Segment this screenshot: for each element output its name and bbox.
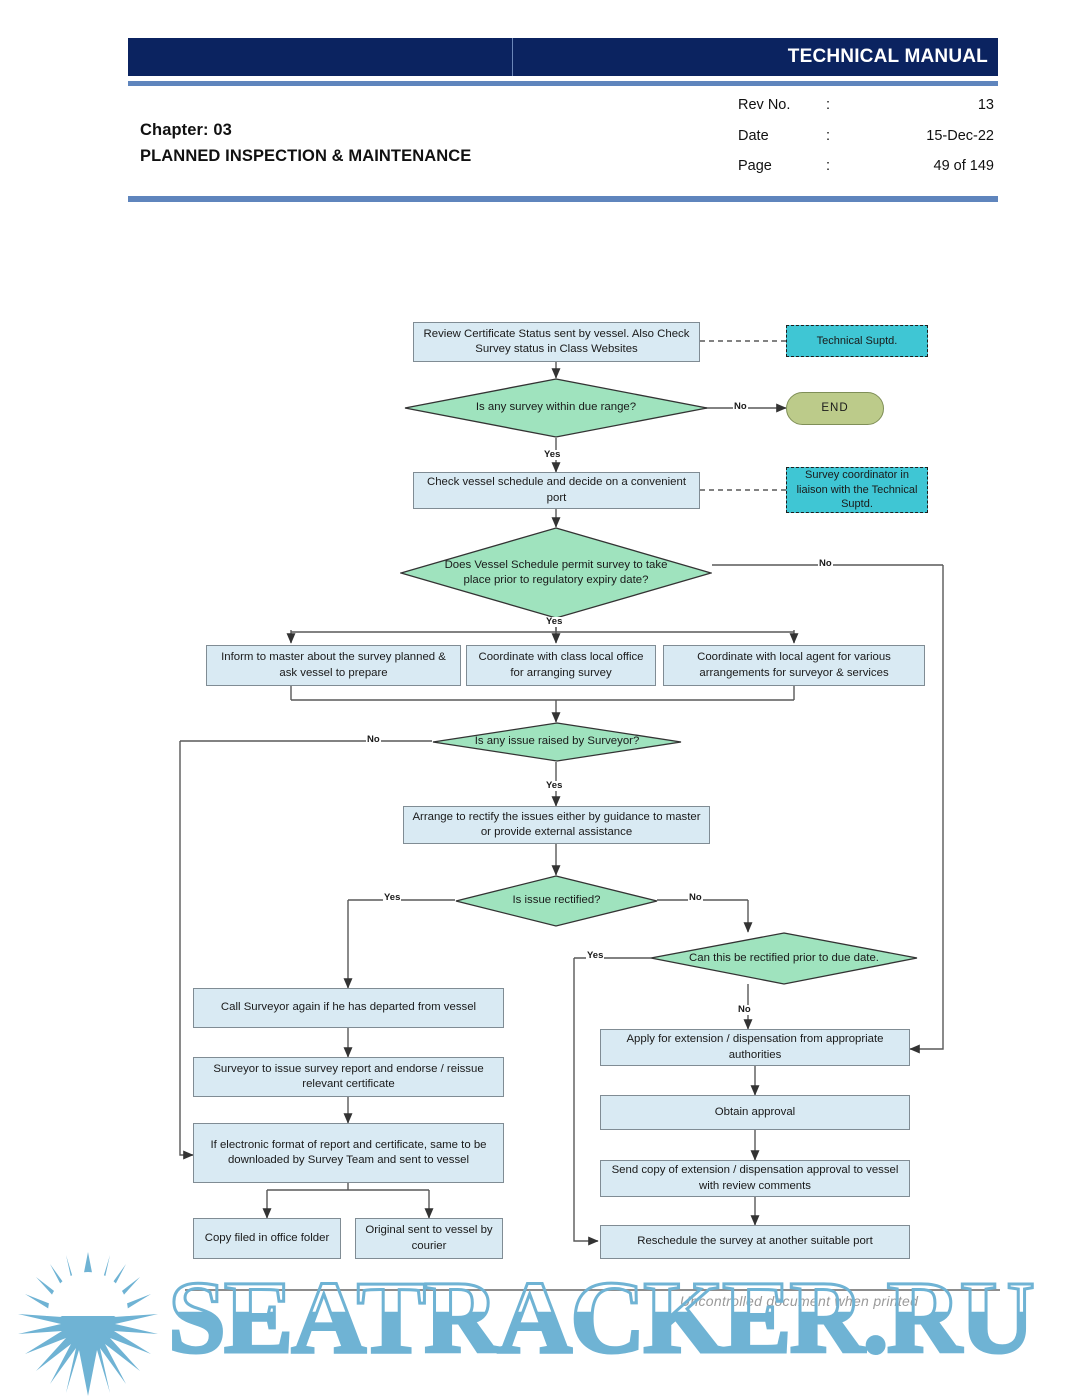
edge-label-d4-no: No bbox=[688, 892, 703, 903]
edge-label-d4-yes: Yes bbox=[383, 892, 402, 903]
header-rule-bottom bbox=[128, 196, 998, 202]
edge-label-d3-no: No bbox=[366, 734, 381, 745]
process-electronic-format-download[interactable]: If electronic format of report and certi… bbox=[193, 1123, 504, 1183]
meta-row-page: Page : 49 of 149 bbox=[738, 159, 1000, 174]
process-obtain-approval[interactable]: Obtain approval bbox=[600, 1095, 910, 1130]
document-header: TECHNICAL MANUAL Chapter: 03 PLANNED INS… bbox=[128, 38, 998, 202]
edge-label-d1-yes: Yes bbox=[543, 449, 562, 460]
chapter-title: PLANNED INSPECTION & MAINTENANCE bbox=[140, 146, 472, 165]
process-apply-extension[interactable]: Apply for extension / dispensation from … bbox=[600, 1029, 910, 1066]
process-reschedule-survey[interactable]: Reschedule the survey at another suitabl… bbox=[600, 1225, 910, 1259]
decision-survey-within-due-range-label: Is any survey within due range? bbox=[475, 401, 637, 414]
footer-note: Uncontrolled document when printed bbox=[680, 1293, 919, 1309]
decision-survey-within-due-range[interactable]: Is any survey within due range? bbox=[404, 378, 708, 438]
decision-is-issue-rectified-label: Is issue rectified? bbox=[512, 894, 601, 907]
process-surveyor-issue-report[interactable]: Surveyor to issue survey report and endo… bbox=[193, 1057, 504, 1097]
meta-value-rev: 13 bbox=[977, 97, 994, 113]
footer-divider bbox=[185, 1289, 1000, 1291]
decision-rectified-prior-to-due-date[interactable]: Can this be rectified prior to due date. bbox=[650, 932, 918, 985]
edge-label-d2-no: No bbox=[818, 558, 833, 569]
document-meta: Rev No. : 13 Date : 15-Dec-22 Page : 49 … bbox=[738, 98, 1000, 190]
process-coordinate-local-agent[interactable]: Coordinate with local agent for various … bbox=[663, 645, 925, 686]
meta-key-rev: Rev No. bbox=[738, 97, 791, 113]
edge-label-d2-yes: Yes bbox=[545, 616, 564, 627]
process-call-surveyor-again[interactable]: Call Surveyor again if he has departed f… bbox=[193, 988, 504, 1028]
chapter-block: Chapter: 03 PLANNED INSPECTION & MAINTEN… bbox=[140, 118, 471, 169]
decision-rectified-prior-to-due-date-label: Can this be rectified prior to due date. bbox=[689, 951, 879, 964]
meta-key-page: Page bbox=[738, 158, 772, 174]
process-copy-filed-office[interactable]: Copy filed in office folder bbox=[193, 1218, 341, 1259]
decision-issue-raised-by-surveyor-label: Is any issue raised by Surveyor? bbox=[474, 735, 640, 748]
header-info-row: Chapter: 03 PLANNED INSPECTION & MAINTEN… bbox=[128, 86, 998, 191]
meta-value-page: 49 of 149 bbox=[933, 158, 994, 174]
meta-row-date: Date : 15-Dec-22 bbox=[738, 127, 1000, 144]
edge-label-d1-no: No bbox=[733, 401, 748, 412]
edge-label-d3-yes: Yes bbox=[545, 780, 564, 791]
decision-vessel-schedule-permit-label: Does Vessel Schedule permit survey to ta… bbox=[444, 558, 668, 586]
decision-vessel-schedule-permit[interactable]: Does Vessel Schedule permit survey to ta… bbox=[400, 527, 712, 619]
header-rule-top bbox=[128, 81, 998, 86]
edge-label-d5-yes: Yes bbox=[586, 950, 605, 961]
header-banner: TECHNICAL MANUAL bbox=[128, 38, 998, 76]
manual-title: TECHNICAL MANUAL bbox=[787, 46, 988, 67]
edge-label-d5-no: No bbox=[737, 1004, 752, 1015]
note-technical-suptd[interactable]: Technical Suptd. bbox=[786, 325, 928, 357]
header-banner-left bbox=[128, 38, 513, 76]
process-arrange-rectify-issues[interactable]: Arrange to rectify the issues either by … bbox=[403, 806, 710, 844]
meta-key-date: Date bbox=[738, 127, 769, 144]
process-review-certificate-status[interactable]: Review Certificate Status sent by vessel… bbox=[413, 322, 700, 362]
meta-row-rev: Rev No. : 13 bbox=[738, 98, 1000, 113]
process-coordinate-class-office[interactable]: Coordinate with class local office for a… bbox=[466, 645, 656, 686]
terminator-end[interactable]: END bbox=[786, 392, 884, 425]
meta-colon-rev: : bbox=[826, 97, 831, 113]
decision-is-issue-rectified[interactable]: Is issue rectified? bbox=[455, 875, 658, 927]
meta-colon-page: : bbox=[826, 158, 831, 174]
header-banner-right: TECHNICAL MANUAL bbox=[513, 38, 998, 76]
decision-issue-raised-by-surveyor[interactable]: Is any issue raised by Surveyor? bbox=[432, 722, 682, 762]
process-send-copy-approval[interactable]: Send copy of extension / dispensation ap… bbox=[600, 1160, 910, 1197]
note-survey-coordinator[interactable]: Survey coordinator in liaison with the T… bbox=[786, 467, 928, 513]
process-inform-master[interactable]: Inform to master about the survey planne… bbox=[206, 645, 461, 686]
meta-value-date: 15-Dec-22 bbox=[926, 127, 994, 144]
meta-colon-date: : bbox=[826, 127, 831, 144]
process-original-sent-courier[interactable]: Original sent to vessel by courier bbox=[355, 1218, 503, 1259]
chapter-number: Chapter: 03 bbox=[140, 121, 232, 139]
process-check-vessel-schedule[interactable]: Check vessel schedule and decide on a co… bbox=[413, 472, 700, 509]
